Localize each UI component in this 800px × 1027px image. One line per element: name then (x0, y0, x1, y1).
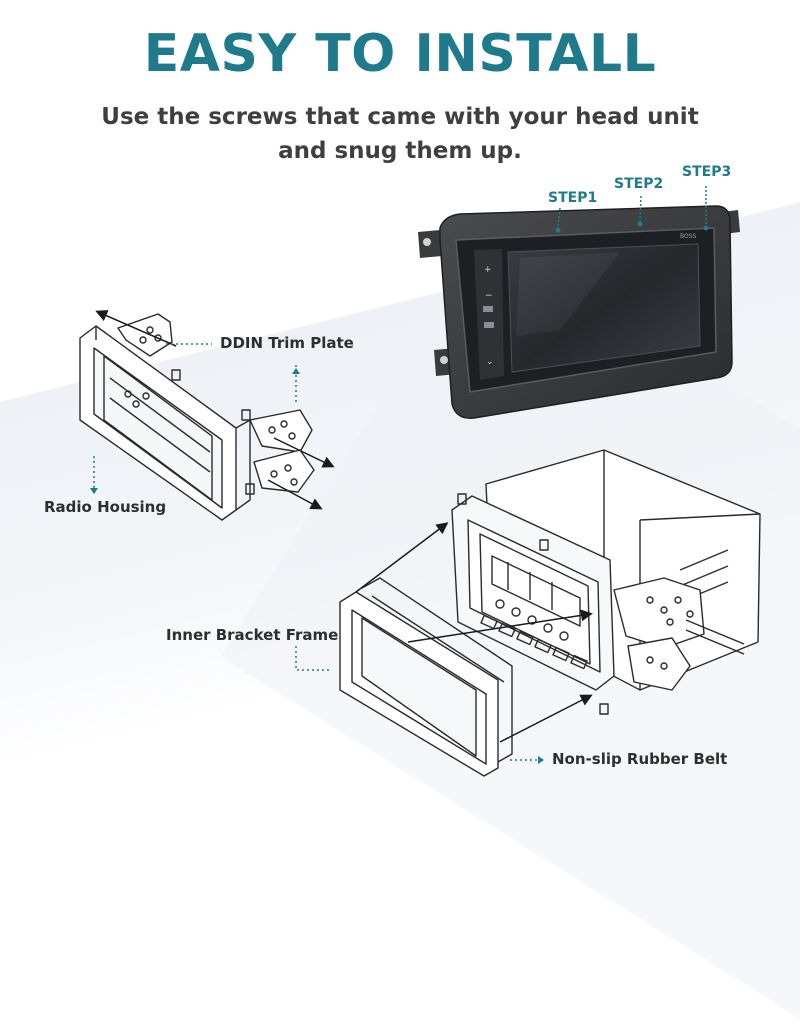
arrow-remove-right-top (273, 437, 335, 468)
ddin-trim-plate-label: DDIN Trim Plate (220, 334, 354, 352)
button-icon-2 (484, 322, 494, 328)
arrow-insert-middle (407, 609, 593, 643)
installation-illustration: + − ⌄ BOSS (79, 186, 761, 777)
step1-pointer (557, 207, 561, 229)
ddin-trim-plate-diagram (79, 313, 315, 521)
arrow-remove-left (95, 310, 177, 347)
arrow-insert-bottom (499, 694, 593, 743)
step3-label: STEP3 (682, 164, 732, 180)
head-unit-control-strip (474, 249, 504, 380)
vol-down-icon: − (485, 291, 493, 301)
arrow-remove-right-bottom (267, 479, 323, 510)
head-unit-assembly: + − ⌄ BOSS (418, 186, 740, 419)
step2-pointer (639, 195, 642, 223)
subtitle: Use the screws that came with your head … (101, 104, 699, 164)
inner-bracket-frame-diagram (339, 577, 513, 777)
step2-label: STEP2 (614, 176, 664, 192)
vol-up-icon: + (484, 265, 492, 275)
radio-housing-label: Radio Housing (44, 498, 167, 516)
non-slip-rubber-belt-label: Non-slip Rubber Belt (552, 750, 728, 768)
button-icon (483, 306, 493, 312)
chevron-down-icon: ⌄ (486, 357, 494, 367)
arrow-insert-top (355, 522, 449, 593)
head-unit-screen (507, 243, 701, 373)
page-title: EASY TO INSTALL (143, 24, 657, 84)
inner-bracket-frame-pointer (295, 646, 332, 671)
inner-bracket-frame-label: Inner Bracket Frame (166, 626, 339, 644)
brand-logo: BOSS (680, 233, 697, 240)
radio-housing-diagram (451, 449, 761, 715)
step1-label: STEP1 (548, 190, 598, 206)
